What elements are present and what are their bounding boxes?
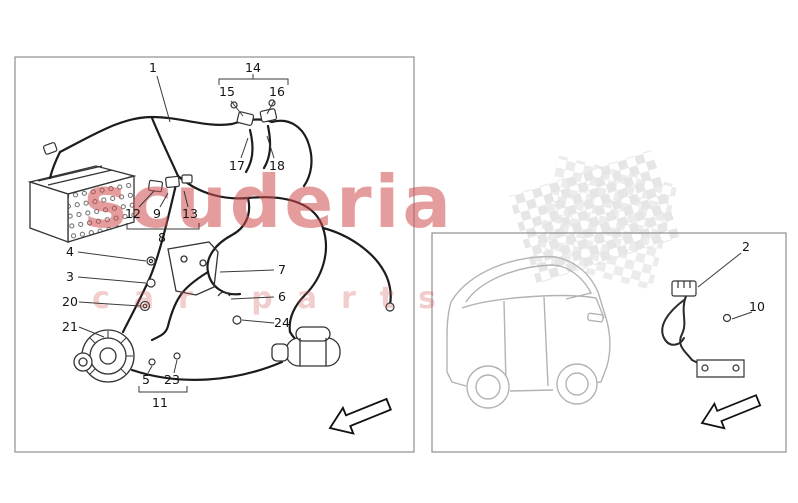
alternator: [73, 329, 135, 383]
rear-harness-fittings: [671, 280, 745, 378]
panel-border-detail: [431, 232, 787, 453]
rear-harness: [661, 295, 701, 365]
mounting-bracket: [167, 241, 219, 296]
checkered-flag: [508, 150, 680, 290]
direction-arrow-main: [328, 397, 392, 435]
starter-motor: [271, 326, 341, 367]
panel-border-main: [14, 56, 415, 453]
direction-arrow-detail: [700, 394, 762, 430]
fuse-box: [27, 165, 137, 243]
car-sketch: [446, 255, 611, 409]
wiring-harness: [48, 115, 392, 381]
